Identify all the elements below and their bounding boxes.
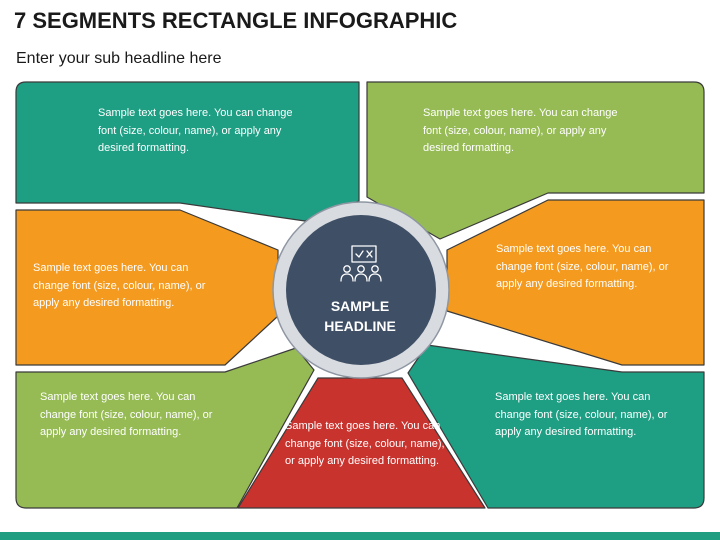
footer-bar — [0, 532, 720, 540]
presentation-team-icon — [340, 245, 382, 282]
segment-bottom-right-text: Sample text goes here. You can change fo… — [495, 391, 668, 438]
segment-middle-right-text: Sample text goes here. You can change fo… — [496, 243, 669, 290]
segment-top-right-text: Sample text goes here. You can change fo… — [423, 107, 618, 154]
segment-middle-left-text: Sample text goes here. You can change fo… — [33, 262, 206, 309]
segment-bottom-left — [15, 347, 315, 509]
page-title: 7 SEGMENTS RECTANGLE INFOGRAPHIC — [14, 8, 458, 33]
hub-headline-line2: HEADLINE — [324, 318, 396, 334]
segment-bottom-center — [237, 377, 486, 509]
segment-top-left-text: Sample text goes here. You can change fo… — [98, 107, 293, 154]
segment-bottom-right — [407, 344, 705, 509]
page-subtitle: Enter your sub headline here — [16, 50, 222, 67]
segment-bottom-left-text: Sample text goes here. You can change fo… — [40, 391, 213, 438]
segment-middle-right — [446, 199, 705, 366]
hub-circle — [286, 215, 436, 365]
hub-headline-line1: SAMPLE — [330, 298, 390, 314]
segment-bottom-center-text: Sample text goes here. You can change fo… — [285, 420, 445, 467]
segment-top-right — [366, 81, 705, 240]
hub-headline: SAMPLE HEADLINE — [294, 296, 426, 336]
